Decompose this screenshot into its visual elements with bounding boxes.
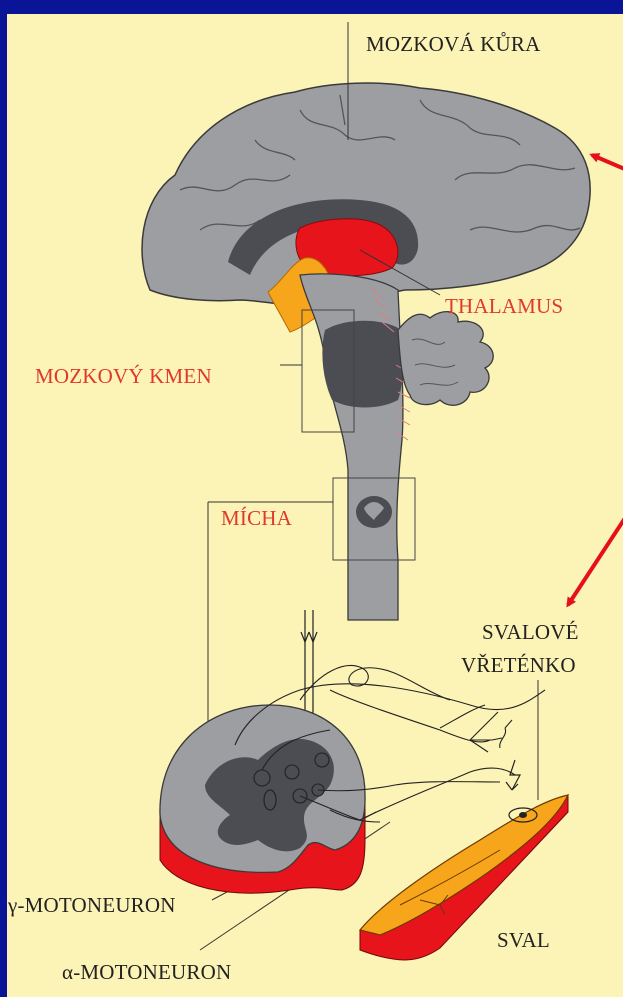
label-brainstem: MOZKOVÝ KMEN [35, 366, 212, 387]
cerebellum [398, 312, 493, 406]
neuro-diagram [7, 14, 623, 997]
stimulus-arrows [506, 760, 520, 790]
label-alpha-motoneuron: α-MOTONEURON [62, 962, 231, 983]
label-spinal-cord: MÍCHA [221, 508, 292, 529]
label-cortex: MOZKOVÁ KŮRA [366, 34, 540, 55]
label-gamma-motoneuron: γ-MOTONEURON [8, 895, 176, 916]
diagram-panel: MOZKOVÁ KŮRA THALAMUS MOZKOVÝ KMEN MÍCHA… [7, 14, 623, 997]
label-spindle-line2: VŘETÉNKO [461, 655, 576, 676]
pons [322, 321, 402, 408]
label-thalamus: THALAMUS [445, 296, 563, 317]
label-spindle-line1: SVALOVÉ [482, 622, 579, 643]
label-muscle: SVAL [497, 930, 550, 951]
